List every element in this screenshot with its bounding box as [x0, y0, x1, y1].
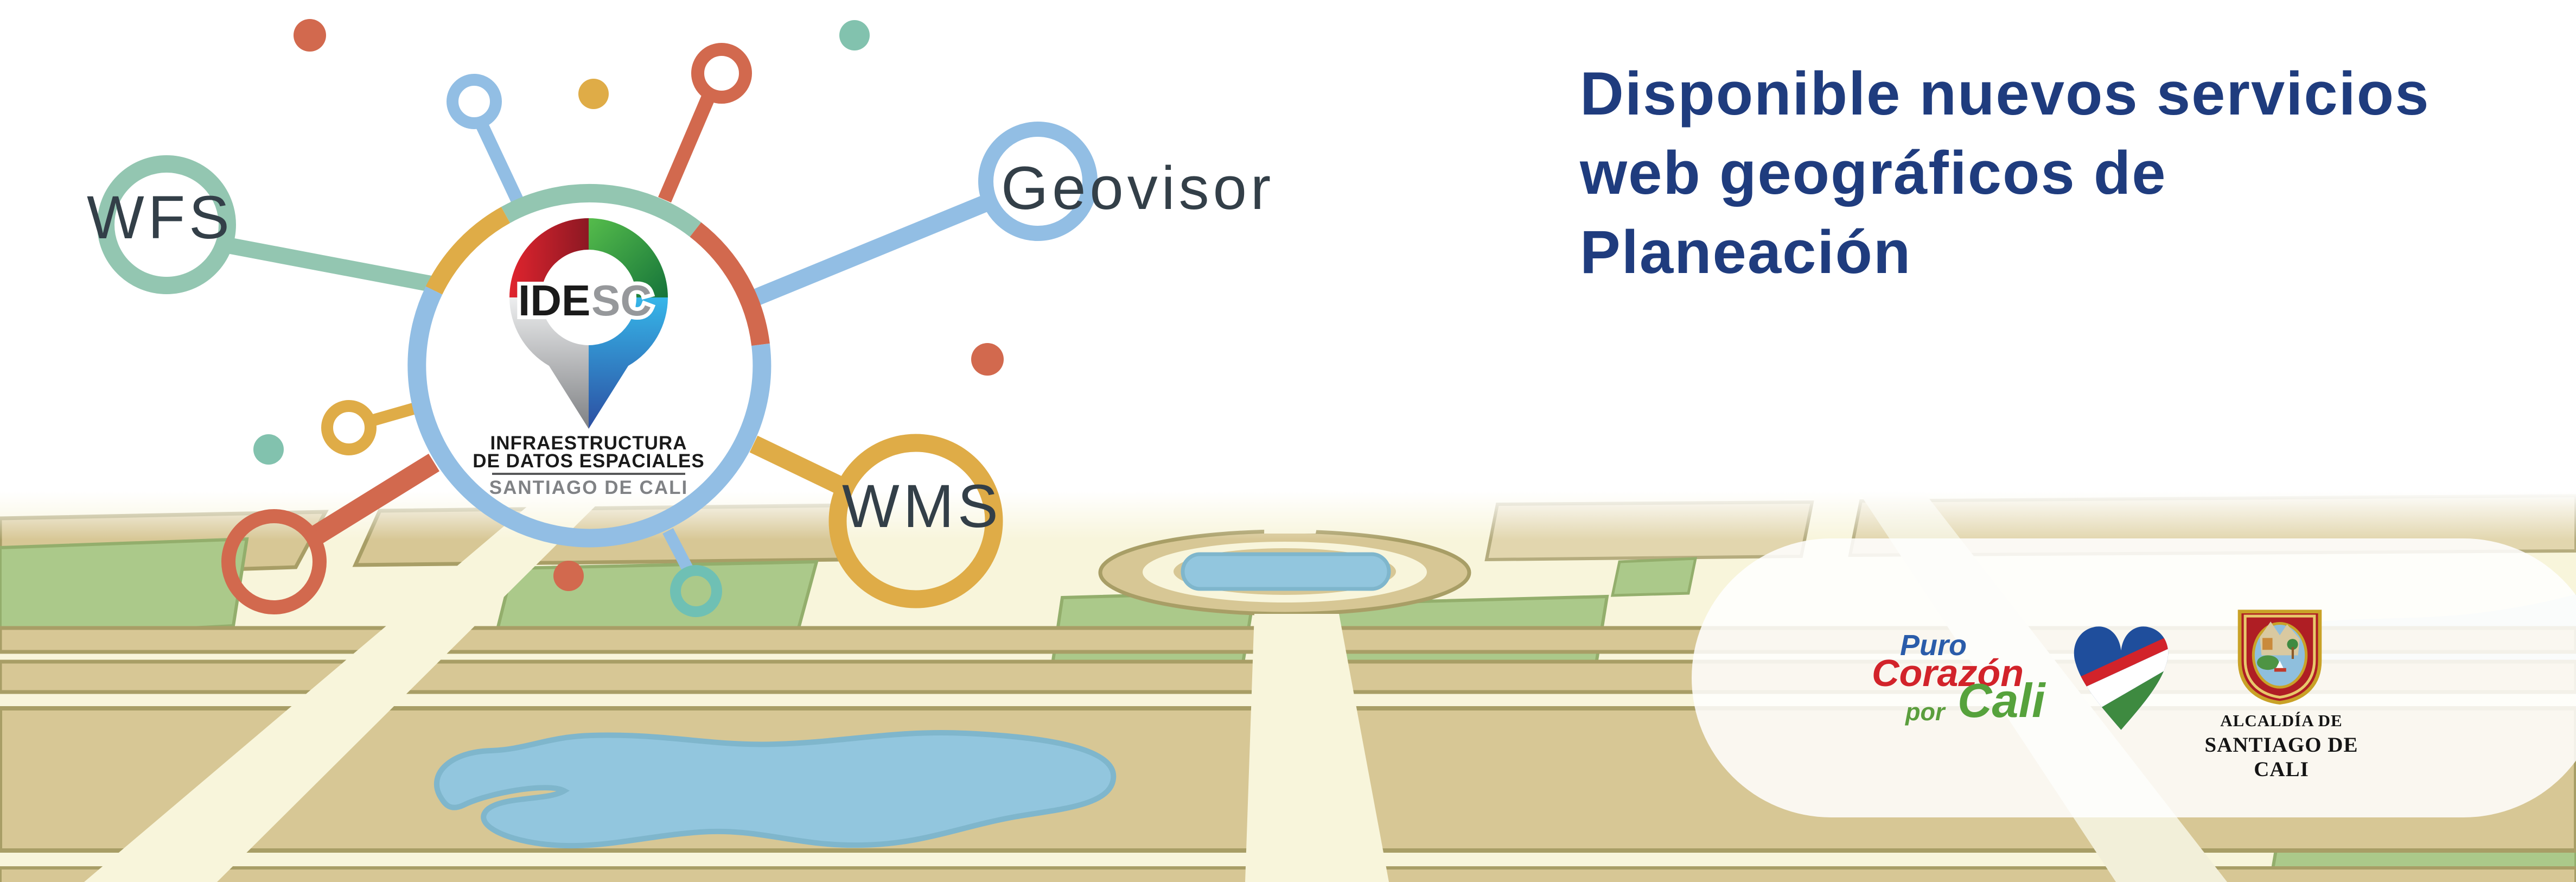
map-park: [1610, 557, 1698, 597]
banner-title: Disponible nuevos servicios web geográfi…: [1580, 54, 2529, 292]
title-line-2: web geográficos de: [1580, 139, 2167, 207]
map-pond: [1181, 552, 1391, 591]
salmon-dot: [553, 561, 584, 591]
geovisor-node-label: Geovisor: [1001, 154, 1275, 222]
puro-corazon-word-por: por: [1905, 698, 1945, 726]
idesc-wordmark: INFRAESTRUCTURA DE DATOS ESPACIALES SANT…: [453, 434, 724, 499]
puro-corazon-word-cali: Cali: [1957, 674, 2045, 727]
idesc-divider: [492, 473, 685, 475]
title-line-1: Disponible nuevos servicios: [1580, 60, 2430, 128]
map-lake: [434, 729, 1117, 849]
idesc-acronym-sc: SC: [591, 276, 652, 325]
salmon-dot: [294, 19, 326, 52]
idesc-acronym-ide: IDE: [518, 276, 590, 325]
wfs-node-label: WFS: [87, 183, 233, 251]
alcaldia-line2: SANTIAGO DE CALI: [2204, 733, 2358, 781]
idesc-line3: SANTIAGO DE CALI: [489, 477, 688, 498]
hub-ring: [407, 183, 771, 548]
map-road: [84, 491, 610, 882]
coat-of-arms-icon: [2237, 610, 2322, 705]
puro-corazon-word-puro: Puro: [1900, 629, 1967, 662]
geovisor-node-circle: [978, 122, 1098, 241]
map-road: [1245, 614, 1389, 882]
wms-node-label: WMS: [842, 472, 1002, 540]
teal-lollipop-node: [670, 565, 722, 617]
map-park: [0, 537, 249, 640]
wfs-node-circle: [97, 155, 236, 294]
yellow-dot: [578, 79, 609, 109]
teal-dot: [253, 434, 284, 465]
idesc-pin-icon: IDE SC: [509, 218, 668, 429]
blue-lollipop-node: [447, 74, 502, 129]
network-spokes: [226, 92, 989, 572]
wms-node-circle: [828, 434, 1003, 608]
alcaldia-wordmark: ALCALDÍA DE SANTIAGO DE CALI: [2176, 711, 2387, 782]
salmon-lollipop-node: [691, 43, 752, 104]
puro-corazon-word-corazon: Corazón: [1872, 652, 2024, 694]
idesc-line1: INFRAESTRUCTURA: [490, 433, 687, 454]
alcaldia-line1: ALCALDÍA DE: [2220, 711, 2343, 730]
idesc-line2: DE DATOS ESPACIALES: [473, 450, 705, 472]
teal-dot: [839, 20, 870, 50]
title-line-3: Planeación: [1580, 218, 1912, 286]
yellow-lollipop-node: [321, 400, 377, 455]
salmon-dot: [971, 343, 1004, 376]
heart-icon: [2074, 626, 2169, 730]
salmon-ring-node: [221, 509, 327, 614]
